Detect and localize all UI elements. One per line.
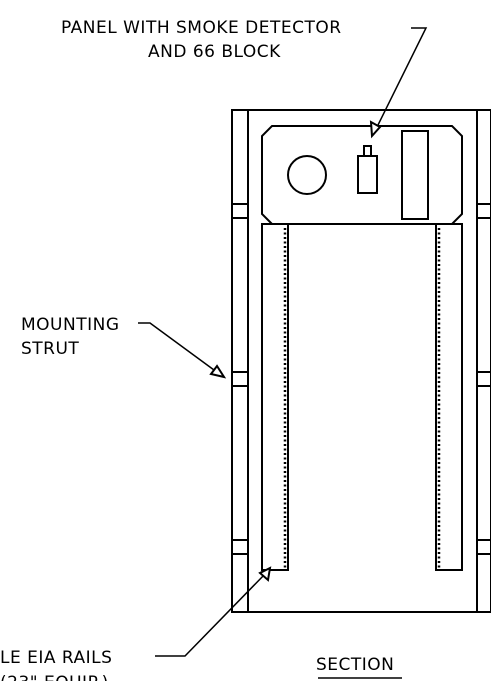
detector-connector-icon <box>363 145 372 157</box>
strut-leader-arrowhead <box>209 364 227 379</box>
detector-module-icon <box>357 155 378 194</box>
rails-label-line2: (23" EQUIP.) <box>0 673 109 681</box>
left-eia-rail <box>261 223 289 571</box>
rails-leader-line <box>155 573 266 657</box>
right-bracket-middle <box>476 371 491 387</box>
strut-leader <box>138 322 227 379</box>
panel-label-line1: PANEL WITH SMOKE DETECTOR <box>61 18 342 38</box>
rails-label-line1: LE EIA RAILS <box>0 648 112 668</box>
detector-panel <box>261 125 463 225</box>
strut-label-line2: STRUT <box>21 339 79 359</box>
left-bracket-middle <box>231 371 249 387</box>
panel-leader-arrowhead <box>369 120 382 139</box>
eia-rails <box>261 223 463 571</box>
strut-leader-line <box>138 322 215 371</box>
left-bracket-bottom <box>231 539 249 555</box>
right-bracket-top <box>476 203 491 219</box>
right-bracket-bottom <box>476 539 491 555</box>
rails-leader <box>155 566 272 657</box>
smoke-detector-icon <box>287 155 327 195</box>
strut-brackets <box>231 203 491 555</box>
panel-label-line2: AND 66 BLOCK <box>148 42 281 62</box>
block-66-icon <box>401 130 429 220</box>
panel-leader <box>369 27 428 139</box>
section-label: SECTION <box>316 655 394 675</box>
left-bracket-top <box>231 203 249 219</box>
panel-leader-line <box>377 27 428 126</box>
rails-leader-arrowhead <box>258 566 272 582</box>
strut-label-line1: MOUNTING <box>21 315 120 335</box>
right-eia-rail <box>435 223 463 571</box>
